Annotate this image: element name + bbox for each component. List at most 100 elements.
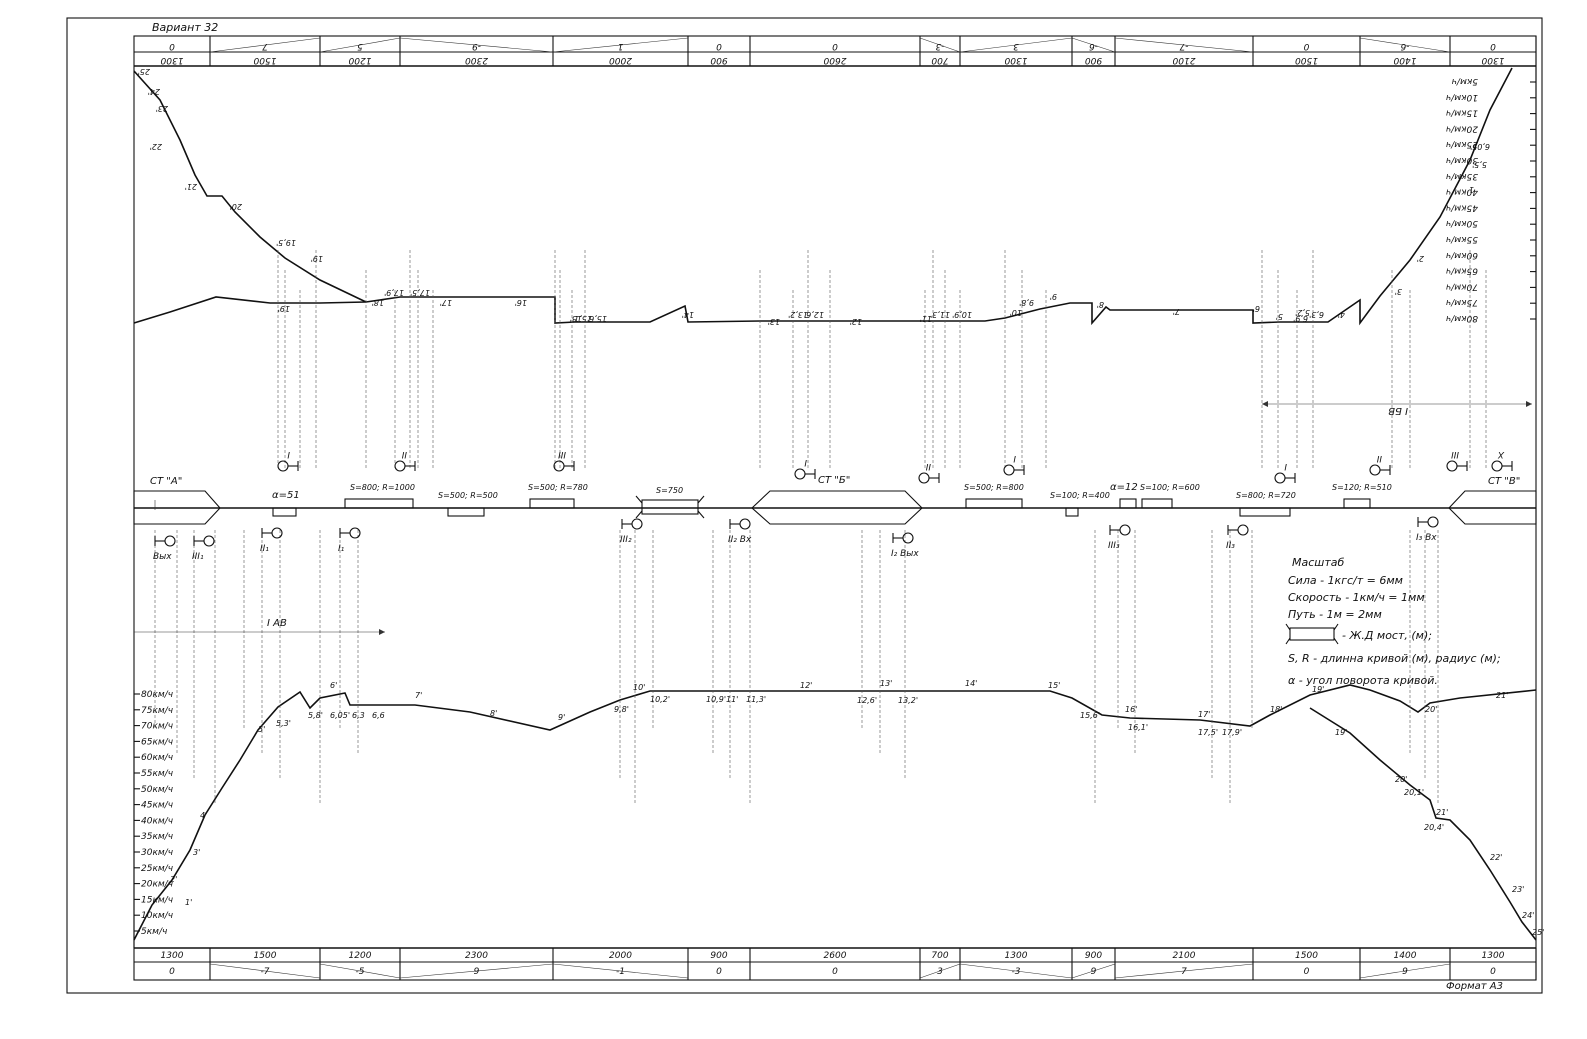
- lower-point-label-31: 17,9': [1222, 728, 1242, 737]
- upper-tick-15: 80км/ч: [1446, 313, 1478, 323]
- bottom-length-6: 2600: [824, 951, 847, 961]
- upper-speed-curve-start: [133, 70, 367, 303]
- upper-point-label-11: 17,5': [410, 288, 430, 297]
- upper-point-label-16: 15,6': [587, 314, 607, 323]
- curve-label-6: S=500; R=800: [964, 483, 1024, 492]
- legend-bridge: - Ж.Д мост, (м);: [1342, 629, 1432, 642]
- top-length-1: 1500: [253, 55, 276, 65]
- lower-tick-9: 35км/ч: [141, 832, 173, 842]
- lower-point-label-14: 9,8': [614, 705, 629, 714]
- bottom-length-1: 1500: [254, 951, 277, 961]
- format-label: Формат А3: [1446, 981, 1503, 992]
- upper-tick-1: 10км/ч: [1446, 92, 1478, 102]
- signal-lower-1: III₁: [192, 535, 215, 562]
- lower-tick-6: 50км/ч: [141, 785, 173, 795]
- upper-speed-scale: 5км/ч10км/ч15км/ч20км/ч25км/ч30км/ч35км/…: [1446, 66, 1537, 330]
- top-grade-6: 0: [832, 41, 838, 51]
- top-length-11: 1500: [1295, 55, 1318, 65]
- lower-tick-4: 60км/ч: [141, 753, 173, 763]
- bottom-grade-1: -7: [261, 967, 270, 977]
- lower-point-label-32: 18': [1270, 705, 1282, 714]
- upper-guide-lines: [277, 250, 1487, 470]
- upper-point-label-17: 14': [682, 310, 694, 319]
- lower-point-label-7: 6': [330, 681, 337, 690]
- signal-label-upper-7: II: [1376, 453, 1382, 463]
- lower-braking-curve: [1309, 707, 1537, 941]
- bottom-length-12: 1400: [1394, 951, 1417, 961]
- lower-point-label-30: 17,5': [1198, 728, 1218, 737]
- legend: Масштаб Сила - 1кгс/т = 6мм Скорость - 1…: [1285, 556, 1501, 687]
- lower-point-label-34: 19': [1335, 728, 1347, 737]
- upper-point-label-26: 9,8': [1019, 298, 1034, 307]
- curve-box-1: [272, 507, 297, 517]
- upper-tick-14: 75км/ч: [1446, 297, 1478, 307]
- bottom-length-13: 1300: [1482, 951, 1505, 961]
- track-plan: [133, 490, 1537, 525]
- top-grade-10: -7: [1179, 41, 1188, 51]
- upper-tick-7: 40км/ч: [1446, 187, 1478, 197]
- sheet-frame: [66, 17, 1543, 994]
- legend-sr: S, R - длинна кривой (м), радиус (м);: [1288, 652, 1501, 665]
- bottom-grade-4: -1: [616, 967, 625, 977]
- lower-point-label-39: 21': [1436, 808, 1448, 817]
- top-length-10: 2100: [1172, 55, 1195, 65]
- bottom-grade-9: 9: [1091, 967, 1097, 977]
- lower-point-label-2: 3': [193, 848, 200, 857]
- curve-box-3: [447, 507, 485, 517]
- top-length-0: 1300: [160, 55, 183, 65]
- upper-point-label-34: 3': [1395, 287, 1402, 296]
- upper-point-label-21: 12': [850, 317, 862, 326]
- lower-point-label-25: 15': [1048, 681, 1060, 690]
- lower-tick-8: 40км/ч: [141, 816, 173, 826]
- top-grade-12: -6: [1400, 41, 1409, 51]
- top-length-5: 900: [710, 55, 727, 65]
- upper-tick-9: 50км/ч: [1446, 218, 1478, 228]
- bottom-length-9: 900: [1085, 951, 1102, 961]
- signal-upper-6: I: [1274, 461, 1296, 484]
- curve-box-4: [529, 498, 575, 509]
- signal-upper-5: I: [1003, 453, 1025, 476]
- bottom-length-5: 900: [710, 951, 727, 961]
- signal-label-upper-2: III: [558, 449, 566, 459]
- upper-point-label-23: 11,3': [930, 310, 950, 319]
- upper-point-label-31: 5': [1276, 312, 1283, 321]
- legend-speed: Скорость - 1км/ч = 1мм: [1288, 591, 1425, 604]
- upper-point-label-14: 15': [570, 314, 582, 323]
- dimension-iab: I АВ: [134, 618, 385, 635]
- legend-force: Сила - 1кгс/т = 6мм: [1288, 574, 1403, 587]
- upper-point-label-10: 17,9': [384, 288, 404, 297]
- top-grade-0: 0: [169, 41, 175, 51]
- strip-labels: 0130013000715001500-7512001200-5-9230023…: [160, 41, 1504, 977]
- signal-label-lower-1: III₁: [192, 552, 204, 562]
- bottom-length-0: 1300: [161, 951, 184, 961]
- upper-point-label-8: 19': [311, 254, 323, 263]
- lower-point-label-8: 6,05': [330, 711, 350, 720]
- signal-upper-7: II: [1369, 453, 1391, 476]
- upper-tick-13: 70км/ч: [1446, 281, 1478, 291]
- dimension-ibv: I БВ: [1262, 401, 1532, 416]
- signal-upper-8: III: [1446, 449, 1468, 472]
- lower-tick-15: 5км/ч: [141, 927, 167, 937]
- upper-tick-10: 55км/ч: [1446, 234, 1478, 244]
- lower-tick-13: 15км/ч: [141, 895, 173, 905]
- signal-lower-3: I₁: [338, 527, 361, 554]
- lower-point-label-44: 25': [1532, 928, 1544, 937]
- curve-box-10: [1239, 507, 1291, 517]
- lower-point-label-0: 1': [185, 898, 192, 907]
- lower-point-label-1: 2': [170, 875, 177, 884]
- upper-point-label-1: 24': [148, 87, 160, 96]
- upper-point-label-13: 16': [515, 298, 527, 307]
- bottom-grade-13: 0: [1490, 967, 1496, 977]
- lower-point-label-23: 13,2': [898, 696, 918, 705]
- upper-point-label-32: 5,2': [1295, 308, 1310, 317]
- upper-point-label-9: 18': [372, 298, 384, 307]
- lower-tick-0: 80км/ч: [141, 690, 173, 700]
- curve-box-7: [1065, 507, 1079, 517]
- upper-tick-8: 45км/ч: [1446, 202, 1478, 212]
- top-length-9: 900: [1085, 55, 1102, 65]
- lower-point-label-17: 10,9': [706, 695, 726, 704]
- upper-point-label-7: 19': [278, 304, 290, 313]
- upper-point-label-6: 19,5': [276, 238, 296, 247]
- signal-label-upper-8: III: [1451, 449, 1459, 459]
- dimension-iab-label: I АВ: [267, 618, 287, 629]
